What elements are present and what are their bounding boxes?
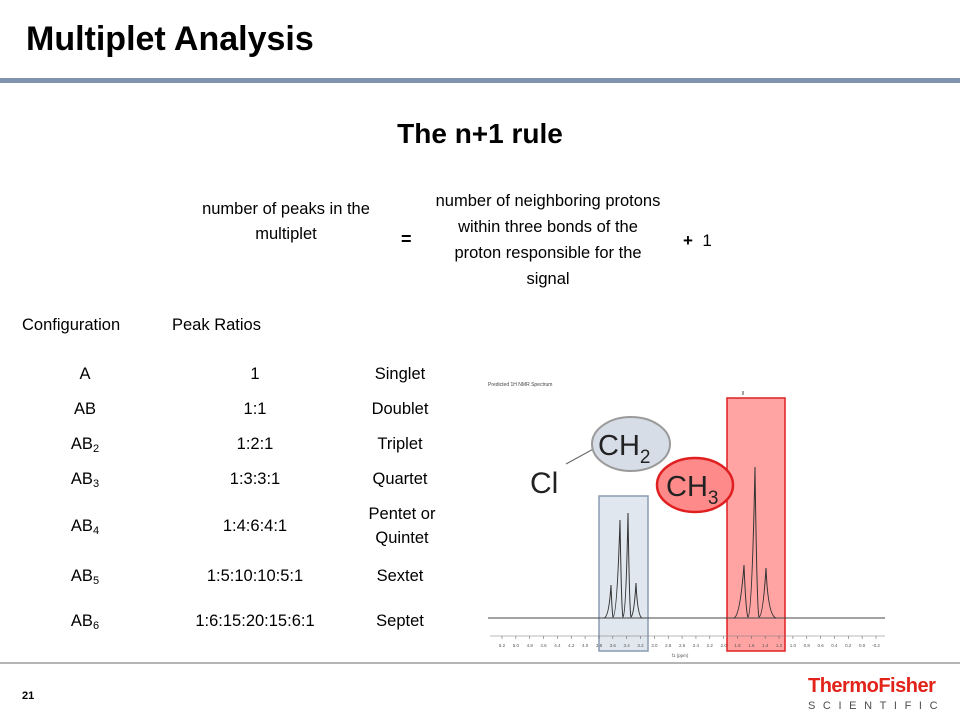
axis-tick-label: 2.8	[665, 643, 672, 648]
logo-name-bottom: SCIENTIFIC	[808, 700, 946, 712]
axis-tick-label: 0.2	[845, 643, 852, 648]
axis-tick-label: 2.6	[679, 643, 686, 648]
table-cell-ratio: 1:6:15:20:15:6:1	[195, 612, 315, 630]
page-number: 21	[22, 690, 35, 702]
axis-tick-label: 4.8	[527, 643, 534, 648]
axis-tick-label: 2.4	[693, 643, 700, 648]
axis-tick-label: 1.6	[748, 643, 755, 648]
axis-tick-label: 5.0	[513, 643, 520, 648]
axis-tick-label: 3.4	[624, 643, 631, 648]
plus-sign: +	[683, 231, 693, 250]
table-cell-ratio: 1:2:1	[236, 435, 274, 453]
axis-tick-label: 3.2	[637, 643, 644, 648]
axis-tick-label: 0.4	[831, 643, 838, 648]
table-cell-config: AB6	[70, 612, 100, 632]
axis-tick-label: 3.6	[610, 643, 617, 648]
ch2-label: CH2	[598, 430, 650, 468]
ch3-ellipse	[655, 456, 735, 514]
axis-tick-label: 2.0	[720, 643, 727, 648]
table-cell-config: AB4	[70, 517, 100, 537]
table-cell-config: AB3	[70, 470, 100, 490]
table-cell-name: Pentet or Quintet	[368, 505, 436, 547]
table-cell-name: Triplet	[377, 435, 423, 453]
axis-tick-label: 3.8	[596, 643, 603, 648]
spectrum-axis: 5.2 5.0 4.8 4.6 4.4 4.2 4.0 3.8 3.6 3.4 3.2 3.0 2.8 2…	[490, 635, 885, 648]
title-divider	[0, 78, 960, 83]
table-cell-config: AB2	[70, 435, 100, 455]
logo-name-top: ThermoFisher	[808, 675, 936, 697]
axis-tick-label: 1.4	[762, 643, 769, 648]
ch2-highlight-box	[598, 495, 649, 652]
table-cell-ratio: 1:4:6:4:1	[222, 517, 288, 535]
table-cell-config: A	[79, 365, 91, 383]
chlorine-label: Cl	[530, 467, 558, 500]
footer-divider	[0, 662, 960, 664]
axis-tick-label: 4.4	[554, 643, 561, 648]
axis-tick-label: 0.6	[817, 643, 824, 648]
table-cell-ratio: 1:3:3:1	[229, 470, 281, 488]
triplet-peaks	[733, 466, 777, 619]
axis-tick-label: 0.0	[859, 643, 866, 648]
axis-label: f1 (ppm)	[672, 653, 689, 658]
axis-tick-label: 4.0	[582, 643, 589, 648]
axis-tick-label: 1.8	[734, 643, 741, 648]
axis-tick-label: 1.2	[776, 643, 783, 648]
axis-tick-label: -0.2	[872, 643, 880, 648]
table-cell-name: Doublet	[371, 400, 429, 418]
axis-tick-label: 0.8	[804, 643, 811, 648]
table-cell-name: Sextet	[376, 567, 424, 585]
one-value: 1	[702, 231, 712, 250]
column-header-peak-ratios: Peak Ratios	[172, 316, 261, 334]
table-cell-name: Singlet	[374, 365, 426, 383]
axis-tick-label: 1.0	[790, 643, 797, 648]
spectrum-caption: Predicted 1H NMR Spectrum	[488, 382, 552, 388]
table-cell-ratio: 1	[250, 365, 260, 383]
equation-left-text: number of peaks in the multiplet	[202, 200, 370, 243]
nmr-spectrum: Predicted 1H NMR Spectrum Cl CH2 CH3 5.2…	[488, 382, 885, 658]
table-cell-config: AB5	[70, 567, 100, 587]
axis-tick-label: 4.6	[540, 643, 547, 648]
table-cell-config: AB	[73, 400, 96, 418]
ch3-label: CH3	[666, 471, 718, 509]
column-header-configuration: Configuration	[22, 316, 121, 334]
axis-tick-label: 2.2	[707, 643, 714, 648]
quartet-peaks	[603, 512, 643, 619]
axis-tick-label: 3.0	[651, 643, 658, 648]
rule-heading: The n+1 rule	[397, 118, 563, 149]
axis-tick-label: 5.2	[499, 643, 506, 648]
plus-one: + 1	[683, 231, 712, 251]
table-cell-ratio: 1:5:10:10:5:1	[206, 567, 304, 585]
ch2-ellipse	[591, 416, 671, 472]
table-cell-ratio: 1:1	[243, 400, 267, 418]
equation-right-text: number of neighboring protons within thr…	[435, 192, 661, 288]
equals-sign: =	[401, 229, 412, 249]
table-cell-name: Septet	[376, 612, 424, 630]
axis-tick-label: 4.2	[568, 643, 575, 648]
thermo-fisher-logo: ThermoFisher SCIENTIFIC	[808, 675, 948, 713]
slide-title: Multiplet Analysis	[26, 20, 314, 58]
table-cell-name: Quartet	[372, 470, 428, 488]
